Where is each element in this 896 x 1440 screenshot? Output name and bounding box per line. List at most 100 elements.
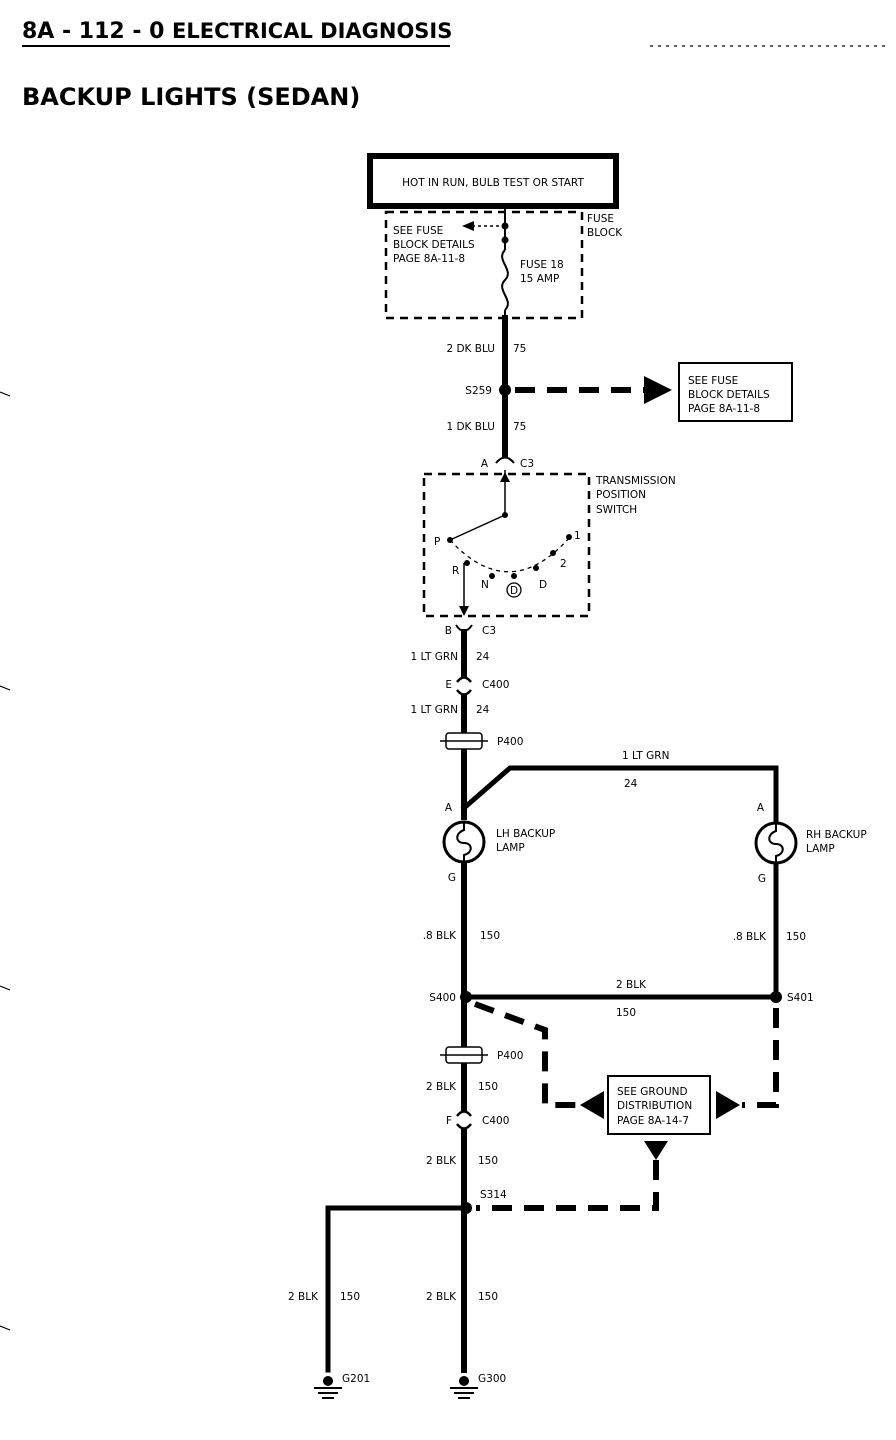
- connector-c400-bottom-label: C400: [482, 1115, 509, 1127]
- connector-c3-top: A C3: [481, 456, 534, 470]
- fuse-detail-arrow-icon: [462, 221, 474, 231]
- splice-s314-dot: [460, 1202, 472, 1214]
- s401-ground-ref-arrow-icon: [716, 1091, 740, 1119]
- connector-c400-bottom: F C400: [446, 1110, 509, 1130]
- fuse-block-title-1: FUSE: [587, 213, 614, 225]
- pass-through-p400-bottom: P400: [440, 1046, 523, 1064]
- splice-s259-label: S259: [465, 385, 492, 397]
- splice-s401: S401: [770, 991, 814, 1004]
- connector-c400-top-icon: [456, 676, 472, 683]
- transmission-position-switch: TRANSMISSION POSITION SWITCH P R N D D 2…: [422, 470, 676, 618]
- fuse-bus-dot-2: [501, 236, 509, 244]
- connector-c3-top-icon: [495, 456, 515, 464]
- s400-ground-ref-arrow-icon: [580, 1091, 604, 1119]
- binder-marks: [0, 391, 11, 1331]
- tps-overdrive-circle: [506, 582, 522, 598]
- connector-c400-top: E C400: [445, 676, 509, 696]
- connector-c3-top-label: C3: [520, 458, 534, 470]
- connector-c3-bottom-pin: B: [445, 625, 452, 637]
- rh-lamp-pin-g: G: [758, 873, 766, 885]
- fuse-block-see-3: PAGE 8A-11-8: [393, 253, 465, 265]
- wire-150-lh-gauge: .8 BLK: [423, 930, 457, 942]
- fuse-block-see-2: BLOCK DETAILS: [393, 239, 475, 251]
- ground-ref-3: PAGE 8A-14-7: [617, 1115, 689, 1127]
- wire-150-circuit-a: 150: [478, 1081, 498, 1093]
- s400-ground-ref-path: [473, 1001, 578, 1108]
- wire-150-gauge-a: 2 BLK: [426, 1081, 457, 1093]
- tps-title-3: SWITCH: [596, 504, 637, 516]
- wire-24-branch-circuit: 24: [624, 778, 638, 790]
- splice-s314: S314: [460, 1189, 507, 1214]
- fuse-name: FUSE 18: [520, 259, 564, 271]
- connector-c400-bottom-pin: F: [446, 1115, 452, 1127]
- wire-24-branch: [460, 765, 779, 815]
- wire-150-lh-circuit: 150: [480, 930, 500, 942]
- tps-pos-r: R: [452, 565, 459, 577]
- connector-c400-top-label: C400: [482, 679, 509, 691]
- s401-ground-ref-path: [742, 1008, 779, 1108]
- tps-position-arc: [449, 536, 571, 573]
- wire-150-gauge-b: 2 BLK: [426, 1155, 457, 1167]
- tps-pos-d: D: [539, 579, 547, 591]
- connector-c3-bottom-label: C3: [482, 625, 496, 637]
- tps-pos-2: 2: [560, 558, 567, 570]
- connector-c3-top-pin: A: [481, 458, 489, 470]
- splice-s259-dot: [499, 384, 511, 396]
- rh-lamp-pin-a: A: [757, 802, 765, 814]
- power-source-label: HOT IN RUN, BULB TEST OR START: [402, 177, 584, 189]
- s314-ground-ref-path: [476, 1160, 659, 1211]
- lh-lamp-label-1: LH BACKUP: [496, 828, 555, 840]
- tps-input-arrow-icon: [500, 472, 510, 482]
- tps-pos-od: D: [510, 585, 518, 597]
- ground-g201-label: G201: [342, 1373, 370, 1385]
- wire-75-circuit-upper: 75: [513, 343, 526, 355]
- splice-s400: S400: [429, 991, 472, 1004]
- fuse-block-ref-3: PAGE 8A-11-8: [688, 403, 760, 415]
- wire-24-gauge-2: 1 LT GRN: [411, 704, 458, 716]
- ground-ref-1: SEE GROUND: [617, 1086, 688, 1098]
- ground-g201: G201: [314, 1373, 370, 1399]
- tps-pos-1: 1: [574, 530, 581, 542]
- tps-pos-n: N: [481, 579, 489, 591]
- connector-c3-bottom: B C3: [445, 624, 496, 637]
- fuse-block-ref-1: SEE FUSE: [688, 375, 738, 387]
- wire-24-branch-gauge: 1 LT GRN: [622, 750, 669, 762]
- rh-backup-lamp: A G RH BACKUP LAMP: [754, 802, 867, 885]
- lh-backup-lamp: A G LH BACKUP LAMP: [442, 800, 555, 884]
- splice-s314-label: S314: [480, 1189, 507, 1201]
- lh-lamp-label-2: LAMP: [496, 842, 525, 854]
- rh-lamp-label-1: RH BACKUP: [806, 829, 867, 841]
- p400-top-label: P400: [497, 736, 523, 748]
- lh-lamp-pin-a: A: [445, 802, 453, 814]
- ground-distribution-ref-box: SEE GROUND DISTRIBUTION PAGE 8A-14-7: [607, 1075, 711, 1135]
- wire-150-g300-circuit: 150: [478, 1291, 498, 1303]
- tps-output-arrow-icon: [459, 606, 469, 616]
- wire-150-crossover-circuit: 150: [616, 1007, 636, 1019]
- fuse-element-icon: [501, 249, 509, 311]
- connector-c400-top-pin: E: [445, 679, 452, 691]
- section-title: ELECTRICAL DIAGNOSIS: [172, 19, 452, 43]
- pass-through-p400-top: P400: [440, 732, 523, 750]
- wire-75-circuit-lower: 75: [513, 421, 526, 433]
- wire-150-rh-gauge: .8 BLK: [733, 931, 767, 943]
- ground-ref-2: DISTRIBUTION: [617, 1100, 692, 1112]
- wire-75-gauge-upper: 2 DK BLU: [446, 343, 495, 355]
- wire-24-circuit-1: 24: [476, 651, 490, 663]
- wire-150-circuit-b: 150: [478, 1155, 498, 1167]
- tps-contact-arm: [449, 514, 506, 541]
- splice-s401-label: S401: [787, 992, 814, 1004]
- wire-150-g300-gauge: 2 BLK: [426, 1291, 457, 1303]
- fuse-rating: 15 AMP: [520, 273, 559, 285]
- wire-150-g201-gauge: 2 BLK: [288, 1291, 319, 1303]
- splice-s400-dot: [460, 991, 472, 1003]
- wire-150-g201-branch: [325, 1205, 467, 1373]
- wire-24-circuit-2: 24: [476, 704, 490, 716]
- fuse-block-ref-2: BLOCK DETAILS: [688, 389, 770, 401]
- connector-c400-bottom-icon: [456, 1110, 472, 1117]
- splice-s259-ref-arrow-icon: [644, 376, 672, 404]
- rh-lamp-label-2: LAMP: [806, 843, 835, 855]
- page-title: BACKUP LIGHTS (SEDAN): [22, 83, 360, 111]
- ground-g300-label: G300: [478, 1373, 506, 1385]
- ground-g300: G300: [450, 1373, 506, 1399]
